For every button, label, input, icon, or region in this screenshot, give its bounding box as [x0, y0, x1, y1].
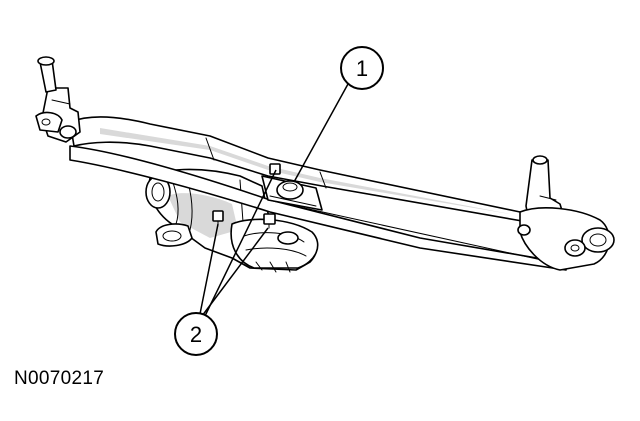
mounting-bolt — [263, 213, 276, 229]
callout-1-label: 1 — [356, 56, 368, 81]
callout-1: 1 — [293, 46, 384, 183]
left-wiper-pivot — [35, 56, 81, 143]
callout-2: 2 — [174, 169, 277, 356]
figure-id-label: N0070217 — [14, 368, 105, 389]
callout-2-label: 2 — [190, 322, 202, 347]
mounting-bolt — [212, 210, 224, 227]
drive-arm-nut — [276, 180, 304, 200]
wiper-linkage-frame — [69, 116, 567, 271]
wiper-motor — [145, 168, 319, 273]
electrical-connector — [155, 223, 193, 247]
right-pivot-bushing — [581, 227, 615, 253]
right-wiper-pivot — [517, 155, 615, 271]
mounting-bolt — [269, 163, 281, 175]
